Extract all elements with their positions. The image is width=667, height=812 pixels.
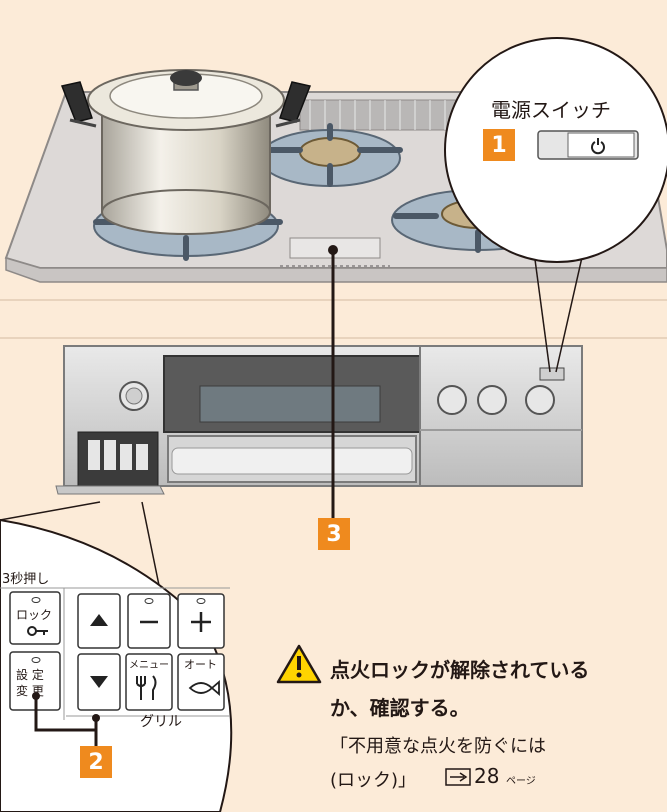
menu-button-label: メニュー [129,660,169,671]
stove-front [55,345,583,495]
reference-line-2: (ロック)」 [330,770,417,791]
caution-line-1: 点火ロックが解除されている [330,658,590,682]
power-switch-label: 電源スイッチ [491,98,611,122]
reference-line-1: 「不用意な点火を防ぐには [330,736,546,757]
pot [60,69,312,235]
pointing-hand-icon [445,768,471,786]
step-3-badge: 3 [318,518,350,550]
step-1-badge: 1 [483,129,515,161]
caution-line-2: か、確認する。 [330,696,470,720]
fork-knife-icon [136,675,157,700]
grill-label: グリル [140,714,182,730]
fish-icon [188,680,220,696]
reference-page-unit: ページ [506,776,536,787]
power-icon [591,138,605,155]
down-arrow-icon [90,676,108,688]
up-arrow-icon [90,614,108,626]
power-switch-callout [444,37,667,263]
hold-3s-label: 3秒押し [2,572,50,587]
control-panel-callout [0,518,233,812]
step-2-badge: 2 [80,746,112,778]
settings-label-line1: 設 定 [16,668,44,682]
auto-button-label: オート [184,658,217,671]
plus-icon [191,612,211,632]
key-icon [27,626,48,636]
right-burner [259,123,403,187]
lock-button-label: ロック [16,608,53,622]
reference-page-number: 28 [474,764,500,788]
settings-label-line2: 変 更 [16,684,44,698]
warning-icon [276,644,322,684]
